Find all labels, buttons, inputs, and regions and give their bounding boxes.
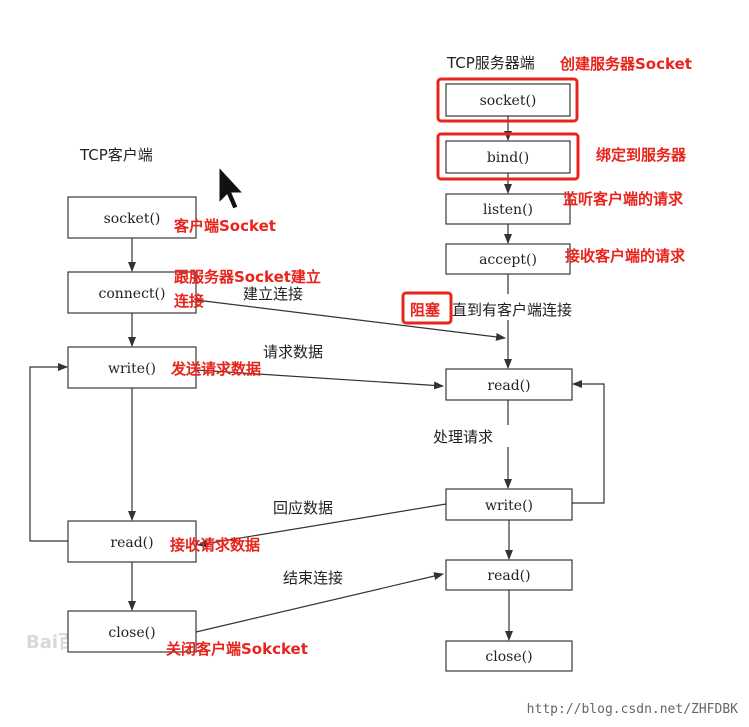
- server-bind-box: [445, 140, 571, 174]
- client-read-box: [67, 520, 197, 563]
- url-watermark: http://blog.csdn.net/ZHFDBK: [527, 702, 738, 717]
- server-write-label: write(): [485, 498, 533, 514]
- mouse-pointer-icon: [218, 165, 245, 210]
- server-socket-box: [445, 83, 571, 117]
- server-close-label: close(): [485, 649, 532, 665]
- annotation-send: 发送请求数据: [170, 360, 261, 378]
- client-title: TCP客户端: [79, 146, 153, 164]
- annotation-accept: 接收客户端的请求: [565, 247, 686, 265]
- label-process: 处理请求: [433, 428, 493, 446]
- annotation-block: 阻塞: [410, 301, 441, 319]
- server-accept-label: accept(): [479, 252, 537, 268]
- label-response: 回应数据: [273, 499, 333, 517]
- annotation-server-socket: 创建服务器Socket: [559, 55, 692, 73]
- client-write-label: write(): [108, 361, 156, 377]
- client-close-label: close(): [108, 625, 155, 641]
- annotation-receive: 接收请求数据: [170, 536, 260, 554]
- arrow-connect: [195, 299, 506, 341]
- label-block-rest: 直到有客户端连接: [452, 301, 572, 319]
- arrow-end: [195, 572, 444, 633]
- server-title: TCP服务器端: [446, 54, 535, 72]
- annotation-connect-line2: 连接: [174, 292, 204, 310]
- label-request: 请求数据: [263, 343, 323, 361]
- client-connect-label: connect(): [99, 286, 166, 302]
- client-read-label: read(): [110, 535, 153, 551]
- highlight-block: [401, 291, 453, 325]
- server-listen-box: [445, 193, 571, 225]
- server-read-box: [445, 368, 573, 401]
- annotation-connect-line1: 跟服务器Socket建立: [174, 268, 321, 286]
- highlight-server-bind: [436, 132, 580, 181]
- server-socket-label: socket(): [480, 93, 537, 109]
- client-socket-box: [67, 196, 197, 239]
- annotation-listen: 监听客户端的请求: [563, 190, 684, 208]
- annotation-close: 关闭客户端Sokcket: [166, 640, 308, 658]
- server-read2-label: read(): [487, 568, 530, 584]
- server-read-label: read(): [487, 378, 530, 394]
- client-socket-label: socket(): [104, 211, 161, 227]
- annotation-bind: 绑定到服务器: [596, 146, 687, 164]
- highlight-server-socket: [436, 77, 579, 123]
- arrow-server-loop: [572, 380, 605, 504]
- annotation-client-socket: 客户端Socket: [173, 217, 276, 235]
- arrow-request: [195, 369, 444, 390]
- client-close-box: [67, 610, 197, 653]
- arrow-client-loop: [29, 363, 68, 542]
- arrow-response: [197, 503, 447, 548]
- server-bind-label: bind(): [487, 150, 529, 166]
- client-write-box: [67, 346, 197, 389]
- server-close-box: [445, 640, 573, 672]
- label-connect: 建立连接: [243, 285, 303, 303]
- server-listen-label: listen(): [483, 202, 533, 218]
- label-end: 结束连接: [283, 569, 343, 587]
